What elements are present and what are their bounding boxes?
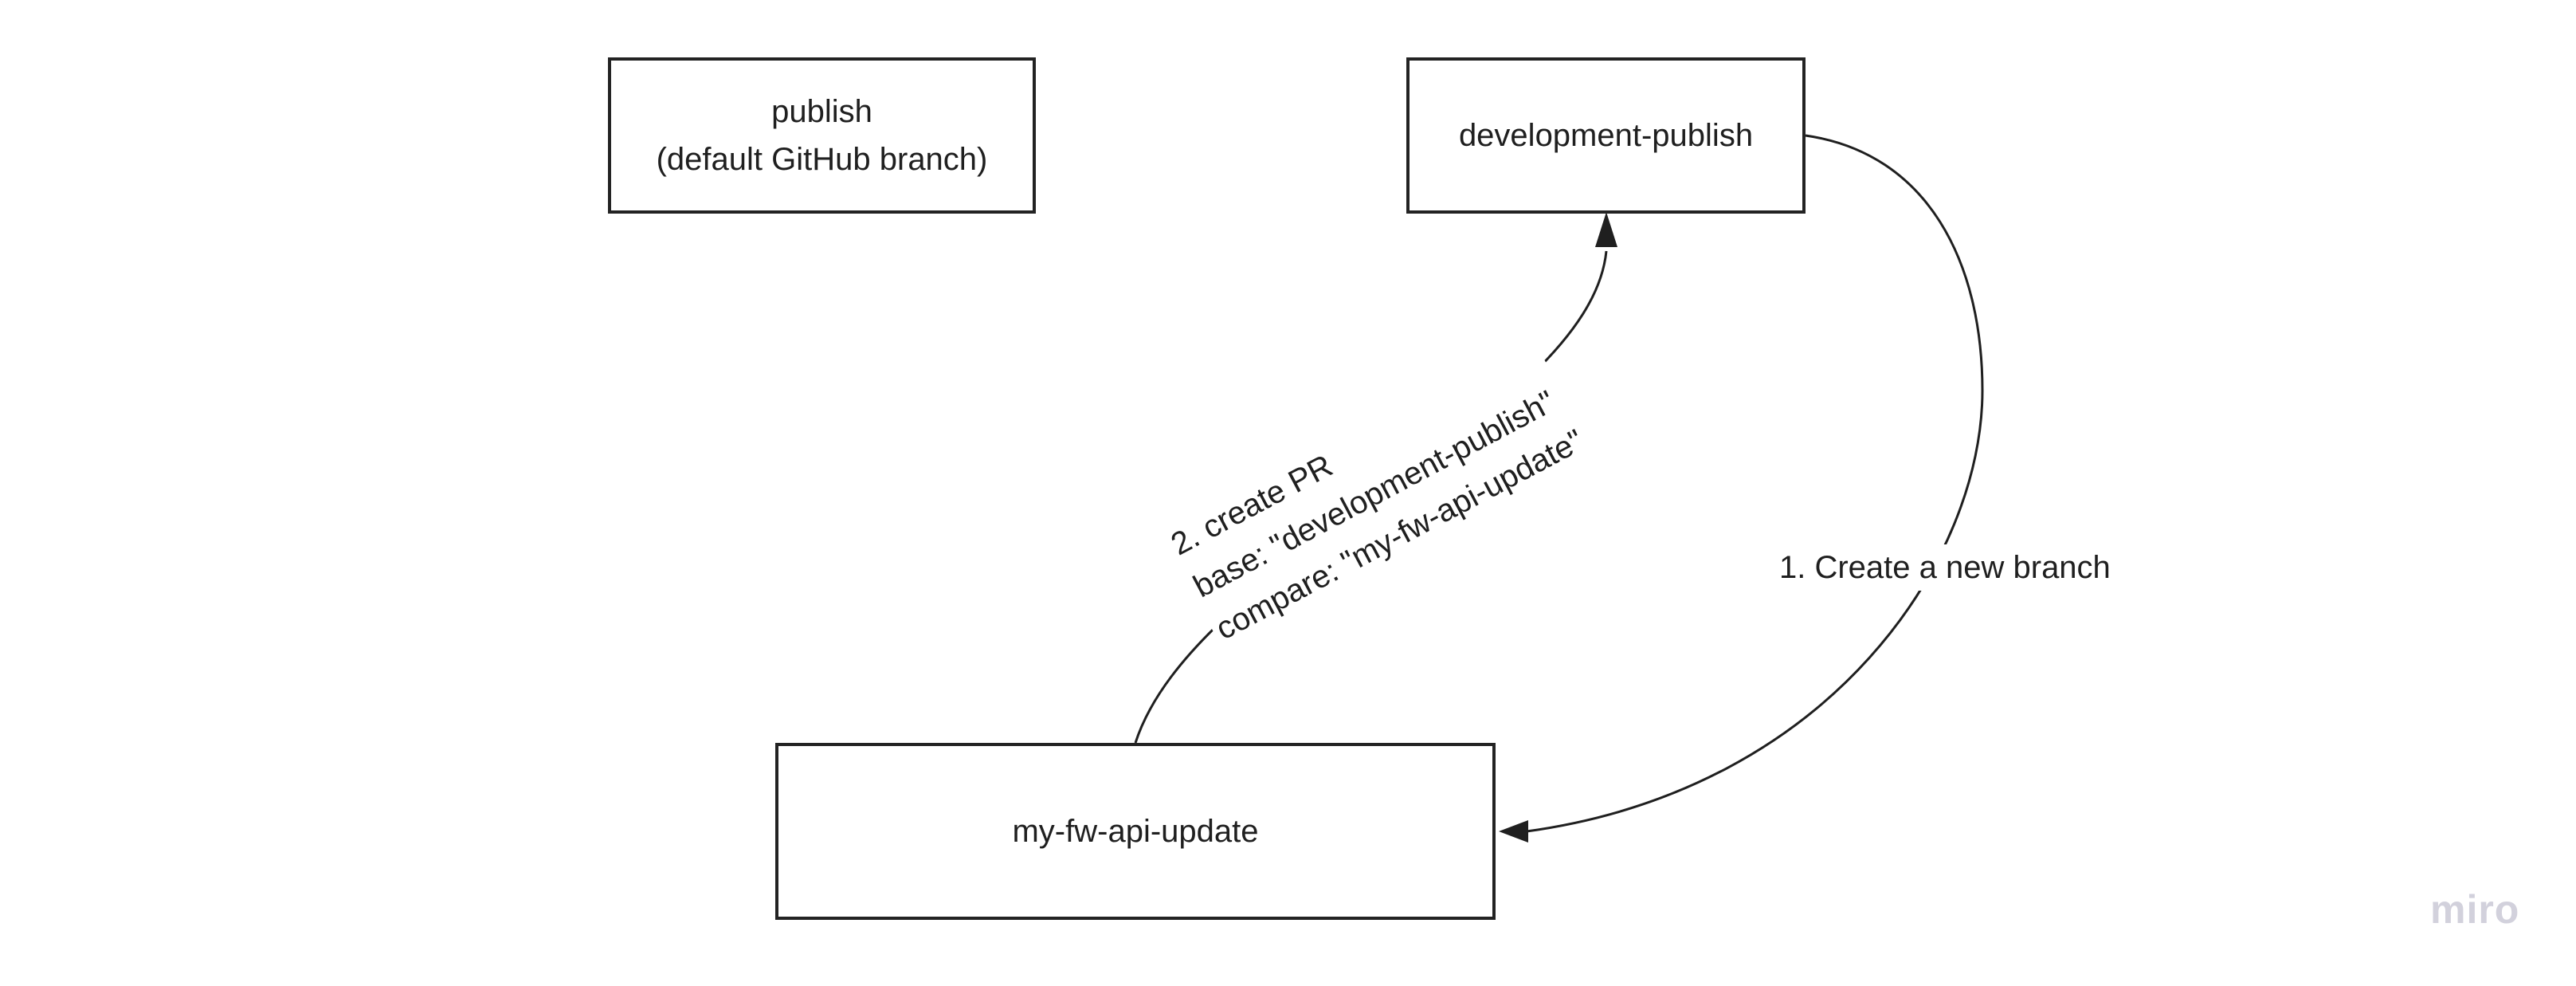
node-development-publish-branch[interactable]: development-publish (1406, 57, 1806, 214)
node-my-fw-api-update-label: my-fw-api-update (1012, 814, 1259, 849)
node-development-publish-label: development-publish (1458, 118, 1754, 153)
miro-watermark-logo: miro (2430, 887, 2520, 932)
connector-create-branch[interactable] (1499, 134, 1984, 843)
arrowhead-up-icon[interactable] (1595, 212, 1617, 247)
node-publish-label-line1: publish (771, 94, 872, 129)
node-publish-branch[interactable]: publish (default GitHub branch) (608, 57, 1036, 214)
node-publish-label: publish (default GitHub branch) (657, 88, 988, 183)
node-publish-label-line2: (default GitHub branch) (656, 142, 988, 177)
connector-create-branch-line[interactable] (1526, 134, 1984, 833)
node-my-fw-api-update-branch[interactable]: my-fw-api-update (775, 743, 1496, 920)
connector-label-create-branch[interactable]: 1. Create a new branch (1773, 544, 2117, 591)
arrowhead-left-icon[interactable] (1499, 820, 1528, 843)
